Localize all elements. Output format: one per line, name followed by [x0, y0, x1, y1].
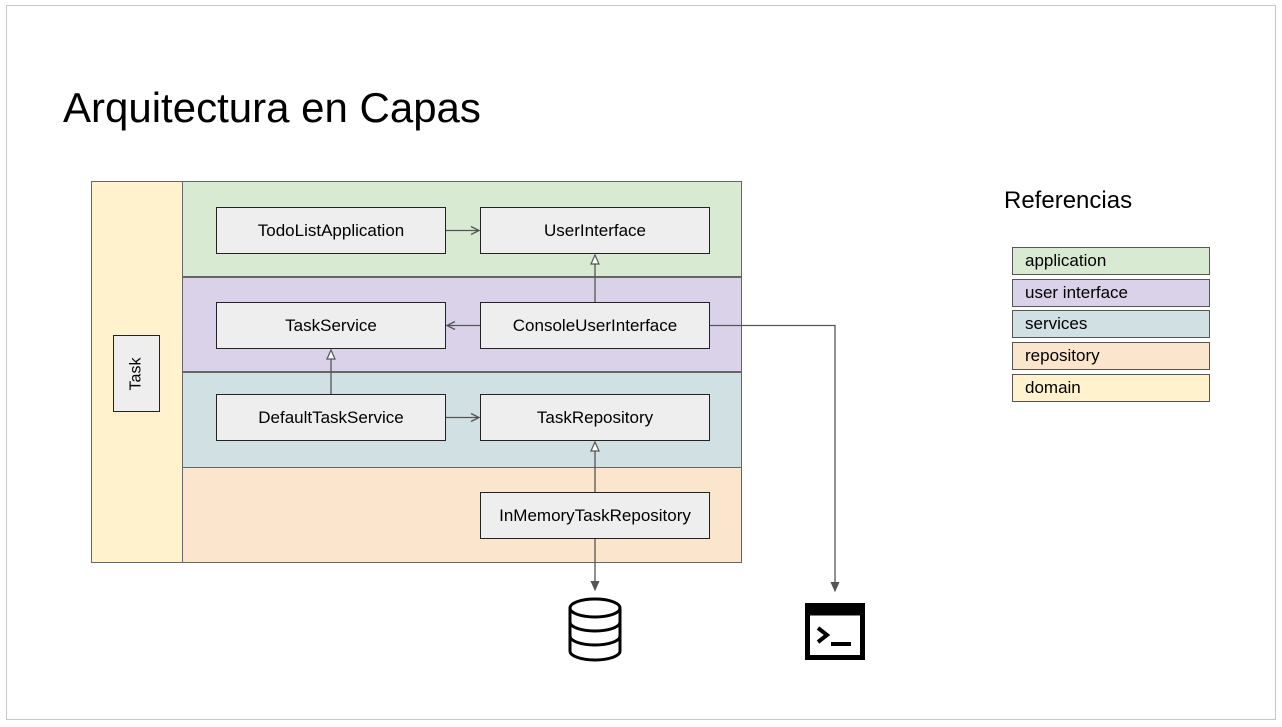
- database-icon: [568, 597, 622, 662]
- legend-item-domain: domain: [1012, 374, 1210, 402]
- default-task-service-box: DefaultTaskService: [216, 394, 446, 441]
- legend-title: Referencias: [1004, 187, 1133, 214]
- todo-list-application-box: TodoListApplication: [216, 207, 446, 254]
- legend-label: user interface: [1025, 283, 1128, 302]
- terminal-icon: [805, 603, 865, 660]
- legend-label: domain: [1025, 378, 1081, 397]
- task-repository-box: TaskRepository: [480, 394, 710, 441]
- slide-title: Arquitectura en Capas: [63, 84, 481, 131]
- legend-item-application: application: [1012, 247, 1210, 275]
- task-box: Task: [113, 335, 160, 412]
- console-user-interface-box: ConsoleUserInterface: [480, 302, 710, 349]
- legend-item-services: services: [1012, 310, 1210, 338]
- legend-label: services: [1025, 314, 1088, 333]
- legend-item-user-interface: user interface: [1012, 279, 1210, 307]
- user-interface-box: UserInterface: [480, 207, 710, 254]
- legend-item-repository: repository: [1012, 342, 1210, 370]
- task-service-box: TaskService: [216, 302, 446, 349]
- in-memory-task-repository-box: InMemoryTaskRepository: [480, 492, 710, 539]
- legend-label: repository: [1025, 346, 1100, 365]
- task-label: Task: [127, 357, 145, 390]
- legend-label: application: [1025, 251, 1107, 270]
